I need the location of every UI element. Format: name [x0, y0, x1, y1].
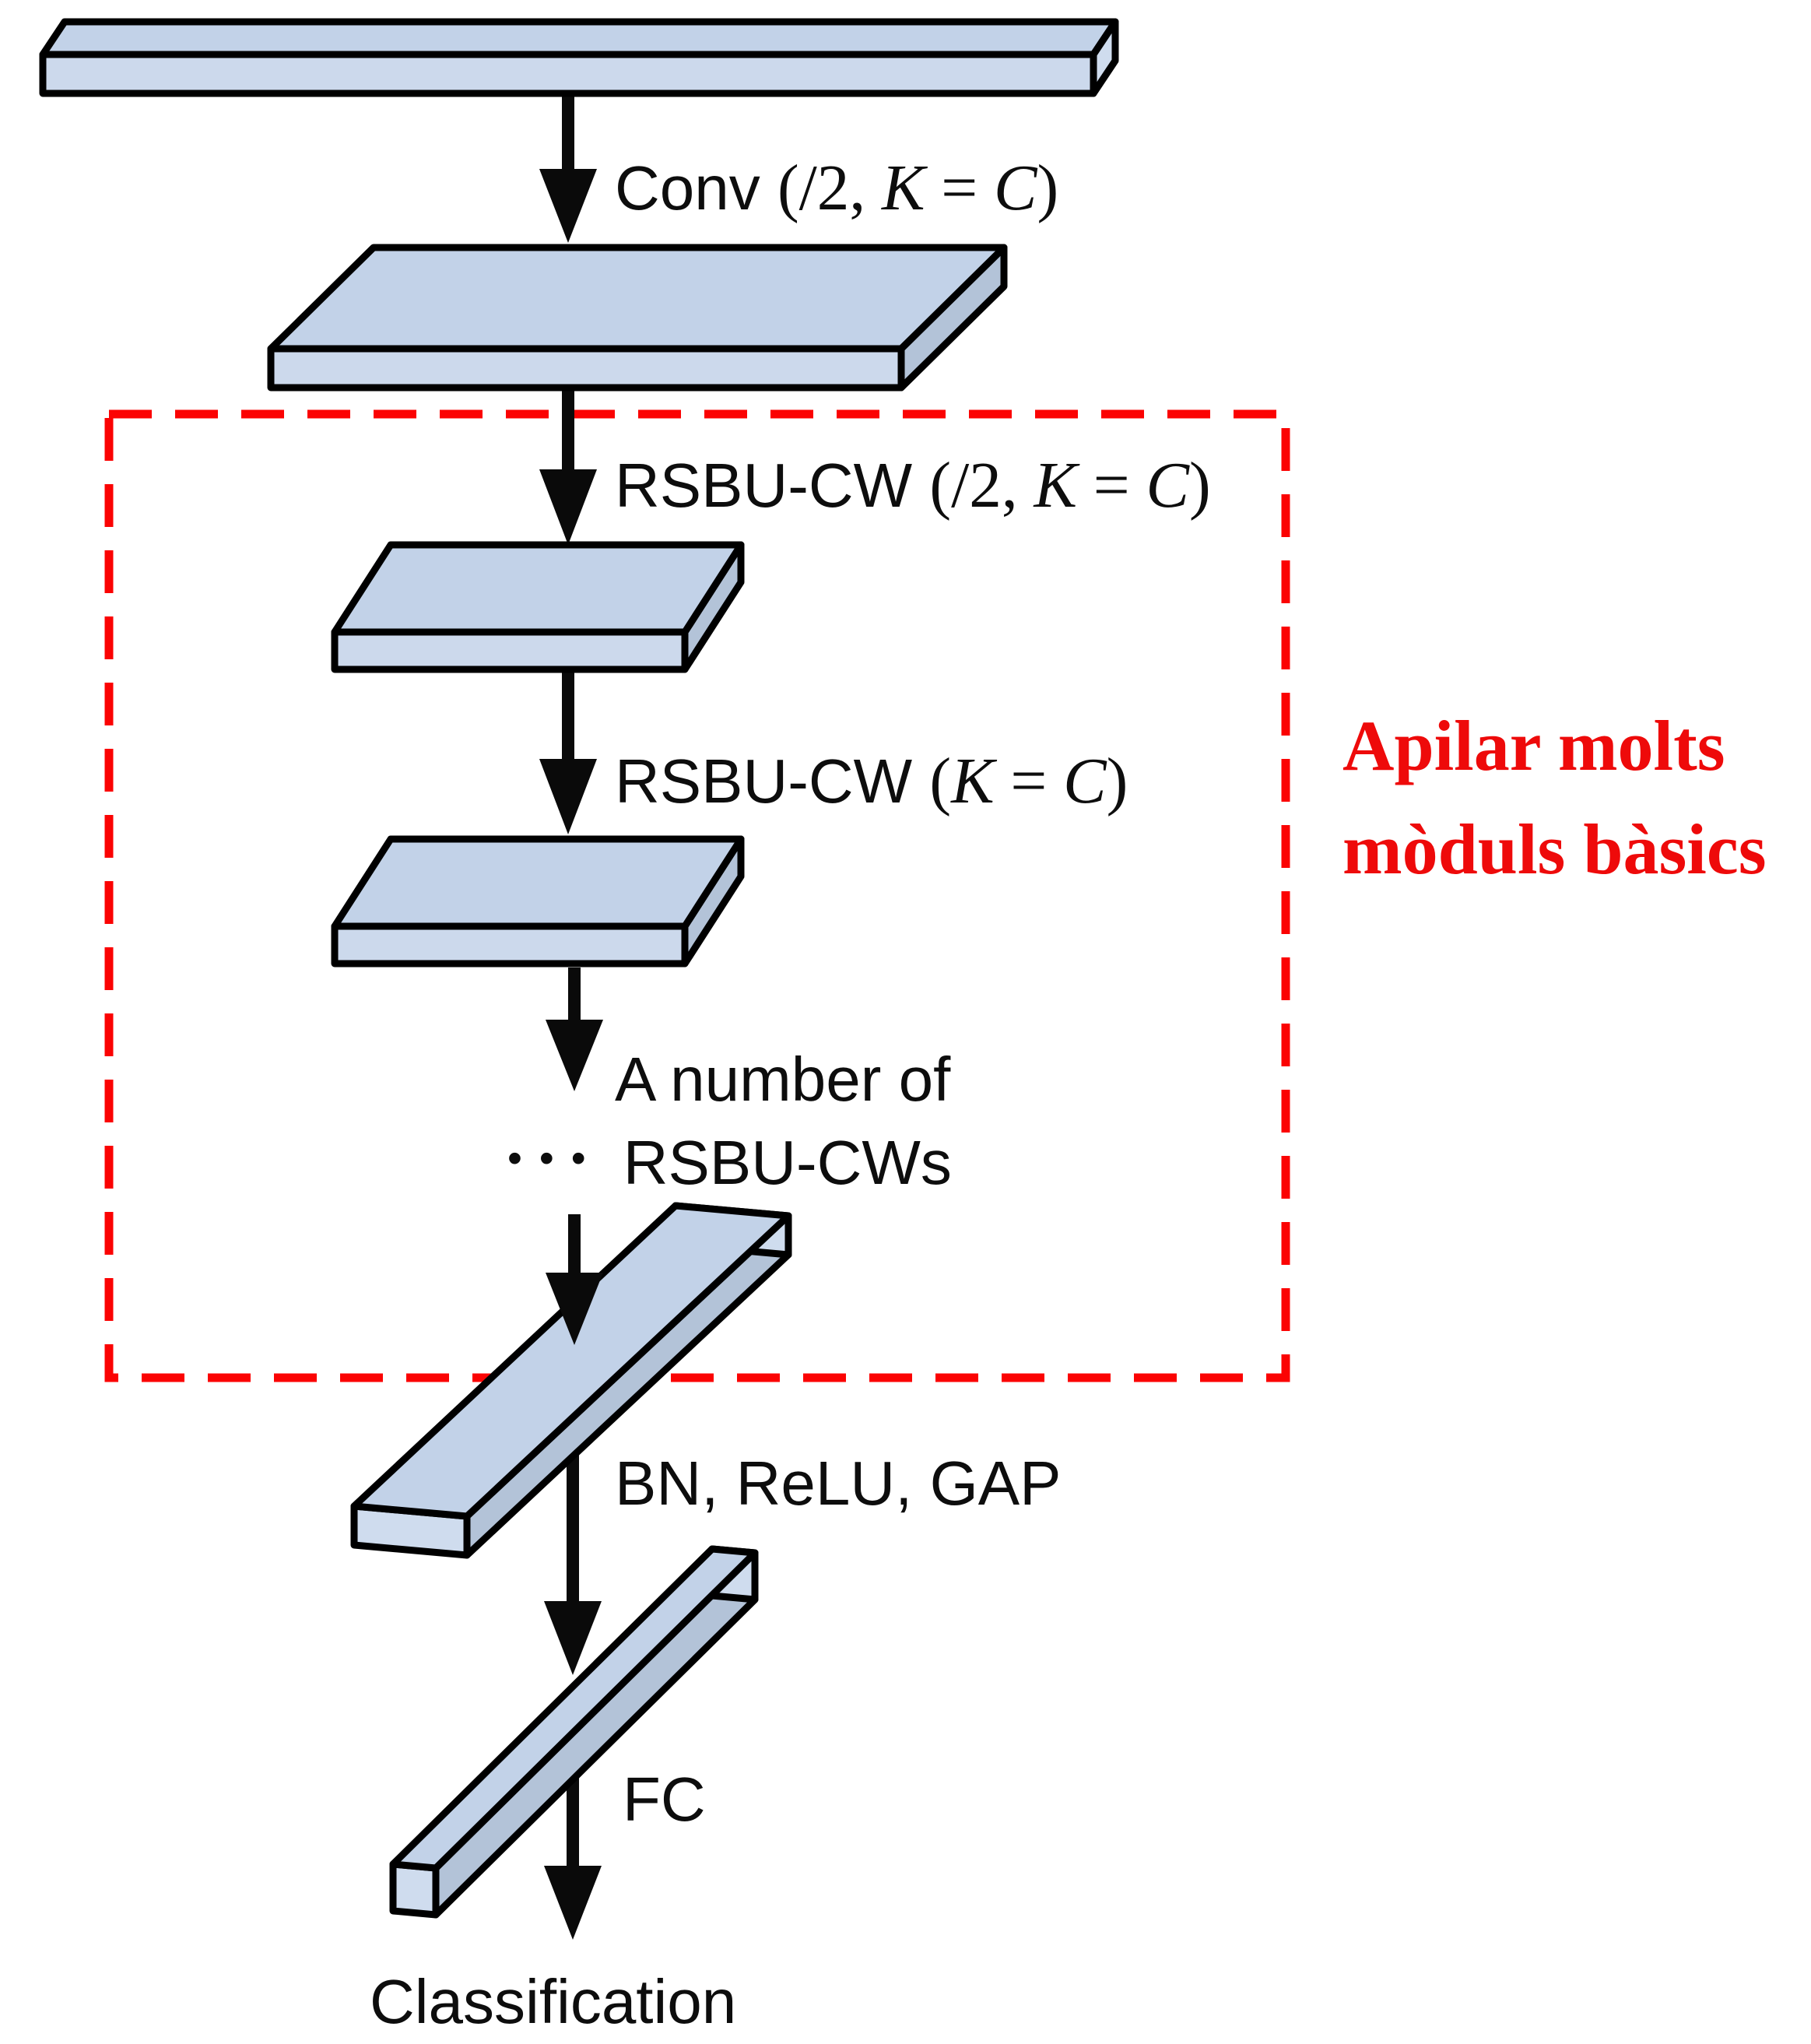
stack-output-arrow-shaft [568, 1214, 581, 1278]
more-rsbu-arrow [546, 968, 603, 1091]
feature-vector-bar [389, 1545, 759, 1919]
fc-arrow-head [544, 1866, 602, 1940]
conv-label: Conv (/2, K = C) [615, 152, 1059, 224]
more-rsbu-arrow-head [546, 1020, 603, 1091]
rsbu-plain-arrow-head [539, 759, 597, 834]
stacked-feature-bar [350, 1202, 792, 1559]
conv-label-open-paren: (/2, [777, 152, 882, 223]
stack-count-label-line2: ••• RSBU-CWs [507, 1127, 952, 1199]
rsbu-output-plate-1-top-face [331, 541, 745, 636]
rsbu-plain-label-name: RSBU-CW [615, 746, 930, 816]
rsbu-stride-label-var-k: K [1034, 449, 1077, 521]
rsbu-output-plate-1-front-face [331, 628, 689, 673]
rsbu-plain-label-open-paren: ( [929, 745, 952, 817]
rsbu-plain-label-var-c: C [1063, 745, 1107, 817]
rsbu-plain-label-close-paren: ) [1106, 745, 1128, 817]
conv-output-plate-top-face [267, 244, 1008, 353]
rsbu-plain-label-var-k: K [951, 745, 995, 817]
conv-label-equals: = [925, 152, 995, 223]
rsbu-output-plate-2-front-face [331, 922, 689, 968]
rsbu-plain-label: RSBU-CW (K = C) [615, 745, 1128, 817]
rsbu-stride-label-name: RSBU-CW [615, 451, 930, 520]
input-signal-bar [39, 18, 1119, 97]
more-rsbu-arrow-shaft [568, 968, 581, 1025]
stack-annotation: Apilar molts mòduls bàsics [1342, 694, 1767, 902]
bn-relu-gap-label: BN, ReLU, GAP [615, 1449, 1062, 1518]
input-signal-bar-front-face [39, 51, 1097, 97]
rsbu-plain-arrow [539, 668, 597, 834]
conv-label-var-k: K [882, 152, 925, 223]
conv-output-plate [267, 244, 1008, 392]
stack-count-label-line1: A number of [615, 1045, 951, 1114]
rsbu-stride-label-open-paren: (/2, [929, 449, 1034, 521]
rsbu-stride-arrow-head [539, 469, 597, 545]
conv-arrow [539, 92, 597, 243]
conv-arrow-shaft [562, 92, 574, 174]
conv-label-close-paren: ) [1037, 152, 1059, 223]
rsbu-stride-label-equals: = [1076, 449, 1146, 521]
rsbu-stride-label: RSBU-CW (/2, K = C) [615, 449, 1211, 522]
input-signal-bar-top-face [39, 18, 1119, 58]
conv-label-var-c: C [994, 152, 1037, 223]
ellipsis-dots-icon: ••• [507, 1135, 603, 1182]
rsbu-output-plate-2-top-face [331, 835, 745, 930]
rsbu-stride-arrow-shaft [562, 388, 574, 475]
stack-region-dashed-box [104, 409, 1290, 1382]
rsbu-stride-label-var-c: C [1146, 449, 1189, 521]
rsbu-output-plate-1 [331, 541, 745, 673]
stack-count-label-line2-text: RSBU-CWs [623, 1128, 952, 1197]
conv-arrow-head [539, 169, 597, 243]
stack-annotation-line1: Apilar molts [1342, 706, 1725, 785]
conv-output-plate-front-face [267, 345, 905, 392]
stack-annotation-line2: mòduls bàsics [1342, 810, 1767, 890]
feature-vector-bar-bottom-cap [389, 1860, 440, 1919]
rsbu-plain-arrow-shaft [562, 668, 574, 764]
rsbu-stride-label-close-paren: ) [1188, 449, 1211, 521]
rsbu-output-plate-2 [331, 835, 745, 968]
fc-label: FC [623, 1765, 706, 1834]
bn-arrow-head [544, 1601, 602, 1675]
stack-output-arrow [546, 1214, 603, 1345]
conv-label-name: Conv [615, 153, 777, 223]
rsbu-stride-arrow [539, 388, 597, 545]
stack-output-arrow-head [546, 1273, 603, 1345]
rsbu-plain-label-equals: = [994, 745, 1064, 817]
classification-label: Classification [370, 1967, 737, 2036]
feature-vector-bar-top-face [389, 1545, 759, 1872]
